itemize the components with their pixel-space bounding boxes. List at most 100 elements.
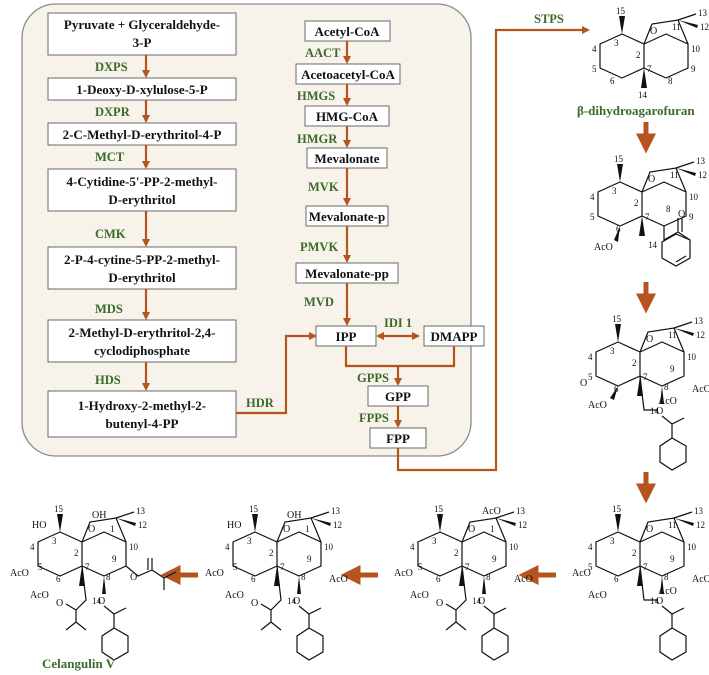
num-5: 5 — [233, 562, 238, 572]
num-6: 6 — [616, 224, 621, 234]
structure-intermediate-1: O 15 3 4 5 2 7 8 9 10 11 13 12 14 6 AcO … — [590, 154, 707, 267]
acetoxy-c5: AcO — [10, 568, 29, 579]
num-12: 12 — [518, 520, 527, 530]
num-2: 2 — [74, 548, 79, 558]
node-mecpp — [47, 319, 237, 363]
num-8: 8 — [664, 572, 669, 582]
atom-o-ketone: O — [678, 209, 685, 220]
num-3: 3 — [247, 536, 252, 546]
num-13: 13 — [136, 506, 146, 516]
num-10: 10 — [689, 192, 699, 202]
num-14: 14 — [92, 596, 102, 606]
node-mep-label: 2-C-Methyl-D-erythritol-4-P — [63, 127, 222, 142]
acetoxy-c6: AcO — [588, 400, 607, 411]
num-13: 13 — [696, 156, 706, 166]
num-6: 6 — [56, 574, 61, 584]
atom-o: O — [650, 26, 657, 37]
num-4: 4 — [588, 352, 593, 362]
num-15: 15 — [249, 504, 259, 514]
num-4: 4 — [590, 192, 595, 202]
structure-intermediate-5: O HO OH 15 3 4 2 7 8 9 10 1 13 12 14 6 5… — [205, 504, 348, 661]
num-7: 7 — [647, 64, 652, 74]
common-pathway: IPP IDI 1 DMAPP GPPS GPP FPPS FPP STPS — [315, 12, 590, 472]
structure-celangulin-v: O HO OH 15 3 4 2 7 8 9 10 1 13 12 14 6 5… — [10, 504, 177, 661]
enzyme-dxps: DXPS — [95, 60, 128, 74]
node-mevalonate-p-label: Mevalonate-p — [309, 209, 386, 224]
node-cdp-mep-line1: 2-P-4-cytine-5-PP-2-methyl- — [64, 252, 220, 267]
num-6: 6 — [614, 574, 619, 584]
num-10: 10 — [687, 352, 697, 362]
arrow-stps — [396, 26, 590, 472]
node-hmbpp-line2: butenyl-4-PP — [106, 416, 179, 431]
num-9: 9 — [689, 212, 694, 222]
acetoxy-c5: AcO — [205, 568, 224, 579]
num-3: 3 — [612, 186, 617, 196]
num-14: 14 — [287, 596, 297, 606]
node-cdp-me — [47, 168, 237, 212]
num-14: 14 — [650, 596, 660, 606]
atom-o-iso: O — [56, 598, 63, 609]
compound-celangulin-v: Celangulin V — [42, 656, 116, 671]
num-7: 7 — [645, 212, 650, 222]
num-4: 4 — [592, 44, 597, 54]
num-12: 12 — [696, 330, 705, 340]
arrow-hdr — [236, 332, 317, 415]
acetoxy-c9: AcO — [692, 574, 709, 585]
num-13: 13 — [694, 316, 704, 326]
node-fpp-label: FPP — [386, 431, 410, 446]
num-5: 5 — [418, 562, 423, 572]
atom-o-ester: O — [293, 596, 300, 607]
mva-pathway: Acetyl-CoA AACT Acetoacetyl-CoA HMGS HMG… — [295, 20, 401, 326]
num-12: 12 — [333, 520, 342, 530]
node-mevalonate-pp-label: Mevalonate-pp — [305, 266, 389, 281]
enzyme-gpps: GPPS — [357, 371, 389, 385]
num-5: 5 — [588, 562, 593, 572]
enzyme-dxpr: DXPR — [95, 105, 131, 119]
num-3: 3 — [610, 536, 615, 546]
num-9: 9 — [492, 554, 497, 564]
num-8: 8 — [106, 572, 111, 582]
num-7: 7 — [85, 562, 90, 572]
structure-intermediate-4: O 15 3 4 2 7 8 9 10 1 13 12 14 6 5 AcO A… — [394, 504, 533, 661]
num-2: 2 — [636, 50, 641, 60]
num-9: 9 — [112, 554, 117, 564]
num-11: 11 — [668, 330, 677, 340]
hydroxyl-c3: HO — [227, 520, 241, 531]
atom-o-ester: O — [98, 596, 105, 607]
atom-o-iso: O — [251, 598, 258, 609]
acetoxy-c5: O — [580, 378, 587, 389]
num-15: 15 — [54, 504, 64, 514]
node-cdp-mep — [47, 246, 237, 290]
num-2: 2 — [269, 548, 274, 558]
num-10: 10 — [691, 44, 701, 54]
acetoxy-c6: AcO — [410, 590, 429, 601]
num-4: 4 — [410, 542, 415, 552]
enzyme-hmgr: HMGR — [297, 132, 338, 146]
node-gpp-label: GPP — [385, 389, 411, 404]
atom-o-ester: O — [478, 596, 485, 607]
num-5: 5 — [38, 562, 43, 572]
num-11: 11 — [670, 170, 679, 180]
num-7: 7 — [280, 562, 285, 572]
node-cdp-me-line2: D-erythritol — [108, 192, 176, 207]
acetoxy-c6: AcO — [225, 590, 244, 601]
acetoxy-c9: AcO — [329, 574, 348, 585]
num-9: 9 — [670, 554, 675, 564]
num-1: 1 — [110, 524, 115, 534]
mep-pathway: Pyruvate + Glyceraldehyde- 3-P DXPS 1-De… — [47, 12, 317, 438]
node-ipp-label: IPP — [336, 329, 357, 344]
num-13: 13 — [331, 506, 341, 516]
num-13: 13 — [694, 506, 704, 516]
atom-o: O — [648, 174, 655, 185]
enzyme-fpps: FPPS — [359, 411, 389, 425]
node-hmbpp-line1: 1-Hydroxy-2-methyl-2- — [78, 398, 206, 413]
num-3: 3 — [614, 38, 619, 48]
num-8: 8 — [486, 572, 491, 582]
acetoxy-c14: AcO — [658, 396, 677, 407]
num-2: 2 — [632, 548, 637, 558]
num-12: 12 — [700, 22, 709, 32]
num-1: 1 — [490, 524, 495, 534]
atom-o-ester: O — [656, 406, 663, 417]
